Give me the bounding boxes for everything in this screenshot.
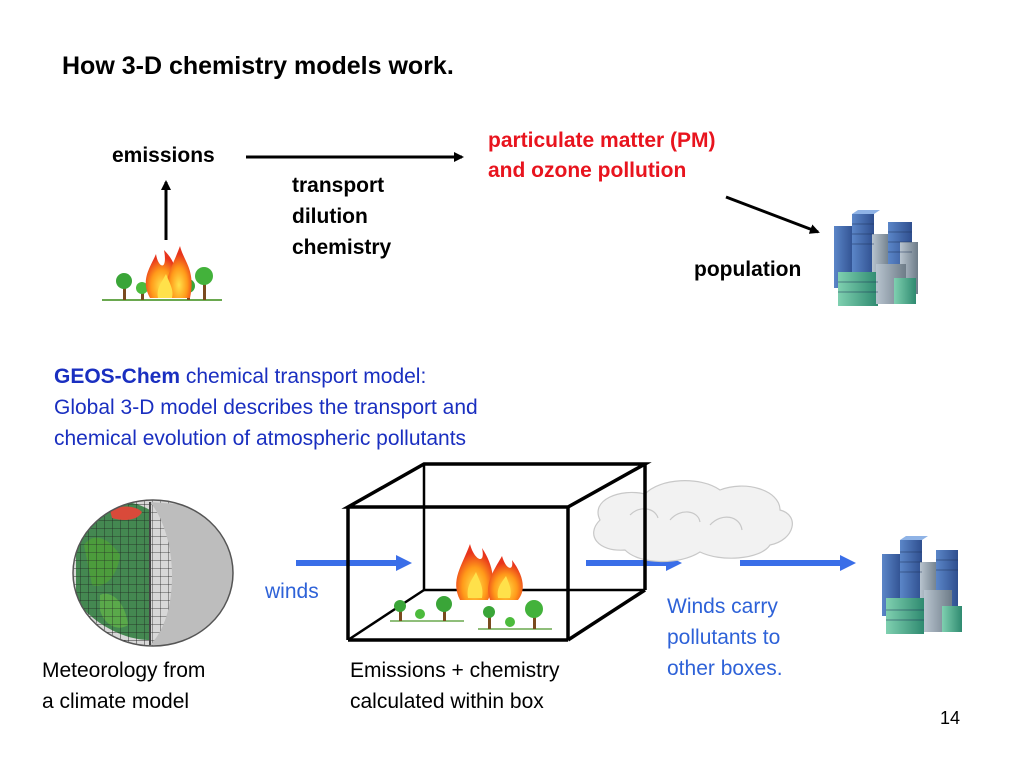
- box-fire-scene-icon: [390, 544, 552, 630]
- meteorology-line-1: Meteorology from: [42, 659, 206, 682]
- meteorology-line-2: a climate model: [42, 690, 190, 713]
- pm-line-1: particulate matter (PM): [488, 129, 716, 152]
- wind-arrow-in: [296, 555, 412, 571]
- fire-icon: [456, 544, 523, 600]
- model-description: GEOS-Chem chemical transport model: Glob…: [54, 361, 478, 454]
- population-label: population: [694, 258, 802, 281]
- process-transport: transport: [292, 174, 385, 197]
- pm-ozone-label: particulate matter (PM) and ozone pollut…: [488, 126, 716, 186]
- model-name: GEOS-Chem: [54, 365, 181, 388]
- process-chemistry: chemistry: [292, 236, 392, 259]
- emissions-label: emissions: [112, 144, 215, 167]
- slide-title: How 3-D chemistry models work.: [62, 52, 454, 80]
- winds-carry-line-3: other boxes.: [667, 657, 783, 680]
- globe-grid-icon: [72, 499, 234, 647]
- cloud-icon: [593, 480, 793, 563]
- emissions-chemistry-caption: Emissions + chemistry calculated within …: [350, 655, 559, 717]
- fire-scene-icon: [102, 246, 222, 301]
- winds-label: winds: [265, 580, 319, 603]
- fire-icon: [145, 246, 192, 298]
- process-dilution: dilution: [292, 205, 368, 228]
- emissions-chemistry-line-2: calculated within box: [350, 690, 544, 713]
- city-buildings-icon: [882, 536, 962, 634]
- process-list: transport dilution chemistry: [292, 170, 391, 263]
- pm-line-2: and ozone pollution: [488, 159, 687, 182]
- winds-carry-line-2: pollutants to: [667, 626, 781, 649]
- tree-icon: [394, 596, 543, 629]
- model-description-line-2: Global 3-D model describes the transport…: [54, 396, 478, 419]
- model-grid-box: [341, 462, 652, 642]
- model-description-line-1: GEOS-Chem chemical transport model:: [54, 361, 478, 392]
- exposure-arrow: [725, 195, 820, 234]
- page-number: 14: [940, 708, 961, 728]
- emissions-chemistry-line-1: Emissions + chemistry: [350, 659, 560, 682]
- model-name-suffix: chemical transport model:: [180, 365, 427, 388]
- model-description-line-3: chemical evolution of atmospheric pollut…: [54, 427, 467, 450]
- city-buildings-icon: [834, 210, 918, 306]
- winds-carry-note: Winds carry pollutants to other boxes.: [667, 591, 783, 684]
- wind-arrow-city: [740, 555, 856, 571]
- meteorology-caption: Meteorology from a climate model: [42, 655, 205, 717]
- winds-carry-line-1: Winds carry: [667, 595, 778, 618]
